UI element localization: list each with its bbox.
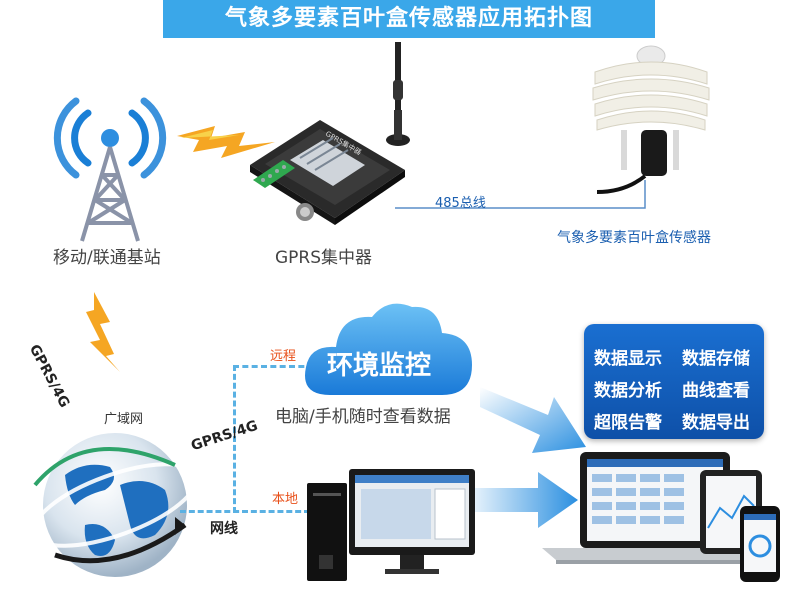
feature-item: 曲线查看 — [682, 381, 750, 401]
cloud-icon — [305, 303, 472, 395]
feature-item: 数据存储 — [682, 349, 750, 369]
local-label: 本地 — [272, 492, 299, 507]
feature-item: 数据导出 — [682, 413, 750, 433]
arrow-to-features-icon — [480, 387, 586, 453]
remote-dash-line — [233, 365, 323, 368]
louver-box-sensor — [592, 45, 710, 194]
lightning-icon — [86, 292, 120, 372]
wan-label: 广域网 — [104, 412, 144, 427]
local-dash-line — [180, 510, 310, 513]
arrow-to-devices-icon — [460, 472, 578, 528]
cloud-title: 环境监控 — [327, 351, 432, 381]
sensor-label: 气象多要素百叶盒传感器 — [557, 230, 711, 246]
concentrator-label: GPRS集中器 — [275, 248, 373, 268]
gprs-4g-label-left: GPRS/4G — [25, 342, 73, 411]
rs485-bus-line — [395, 180, 646, 209]
feature-panel: 数据显示 数据存储 数据分析 曲线查看 超限告警 数据导出 — [584, 324, 764, 439]
desktop-computer — [307, 469, 475, 581]
vertical-dash-line — [233, 365, 236, 513]
cloud-subtitle: 电脑/手机随时查看数据 — [275, 407, 451, 427]
bus-label: 485总线 — [435, 196, 486, 211]
base-station-tower-icon — [53, 97, 167, 242]
gprs-concentrator-device: GPRS集中器 — [250, 42, 410, 225]
page-title: 气象多要素百叶盒传感器应用拓扑图 — [163, 0, 655, 38]
multi-device-display — [542, 452, 780, 582]
wireless-signal-icon — [177, 126, 275, 158]
globe-icon — [31, 433, 199, 577]
feature-item: 数据分析 — [594, 381, 662, 401]
remote-label: 远程 — [270, 349, 297, 364]
network-cable-label: 网线 — [210, 521, 238, 537]
feature-item: 超限告警 — [594, 413, 662, 433]
base-station-label: 移动/联通基站 — [53, 248, 161, 268]
feature-item: 数据显示 — [594, 349, 662, 369]
